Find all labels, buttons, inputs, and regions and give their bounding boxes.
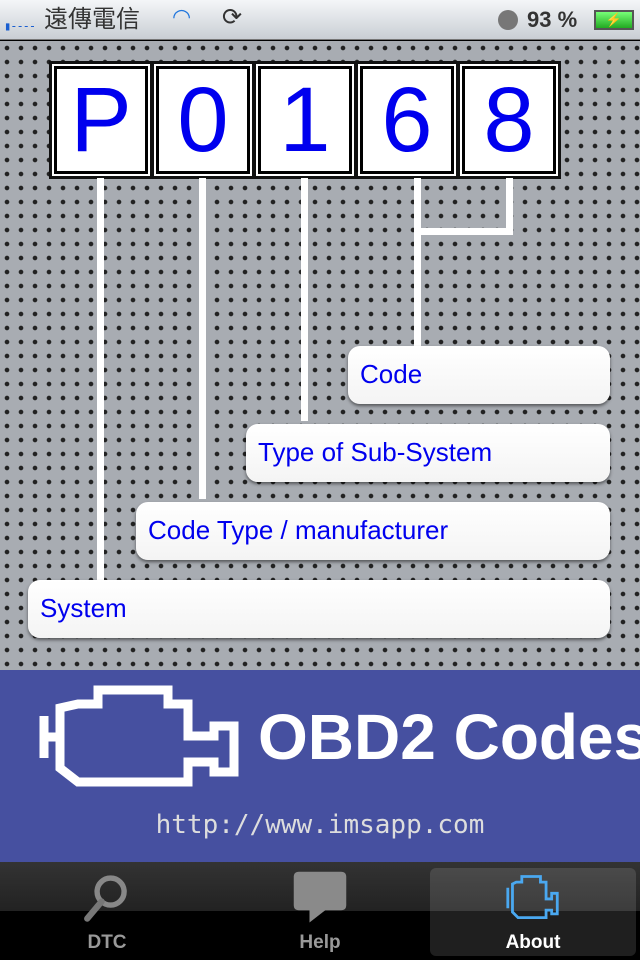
magnifier-icon (84, 875, 127, 922)
digit-subsystem: 1 (256, 64, 354, 176)
battery-percent: 93 % (527, 7, 578, 32)
app-title: OBD2 Codes (258, 701, 640, 773)
tab-dtc[interactable]: DTC (4, 868, 210, 956)
digit-code-2: 8 (460, 64, 558, 176)
sync-icon: ⟳ (222, 4, 243, 31)
tab-label: About (505, 932, 561, 953)
label-system: System (28, 580, 610, 638)
tab-label: Help (299, 932, 341, 953)
signal-icon: ▮---- (4, 19, 36, 33)
tab-label: DTC (87, 932, 127, 953)
clock-icon (498, 10, 518, 30)
status-bar: ▮---- 遠傳電信 ◠ ⟳ 93 % ⚡ (0, 0, 640, 40)
connector-line (301, 178, 308, 421)
connector-line (414, 178, 421, 346)
connector-line (97, 178, 104, 580)
digit-system: P (52, 64, 150, 176)
wifi-icon: ◠ (172, 4, 192, 29)
tab-bar: DTC Help About (0, 862, 640, 960)
connector-line (414, 228, 513, 235)
brand-banner: OBD2 Codes http://www.imsapp.com (0, 670, 640, 862)
dtc-diagram: P 0 1 6 8 Code Type of Sub-System Code T… (0, 41, 640, 670)
digit-code-type: 0 (154, 64, 252, 176)
engine-logo-icon (39, 685, 239, 787)
speech-bubble-icon (293, 871, 347, 923)
label-code-type: Code Type / manufacturer (136, 502, 610, 560)
label-code: Code (348, 346, 610, 404)
connector-line (506, 178, 513, 235)
carrier-name: 遠傳電信 (44, 6, 140, 33)
tab-about[interactable]: About (430, 868, 636, 956)
connector-line (199, 178, 206, 499)
battery-charging-icon: ⚡ (594, 10, 634, 30)
website-link[interactable]: http://www.imsapp.com (155, 810, 485, 840)
engine-icon (506, 875, 559, 919)
tab-help[interactable]: Help (217, 868, 423, 956)
digit-code-1: 6 (358, 64, 456, 176)
label-subsystem: Type of Sub-System (246, 424, 610, 482)
